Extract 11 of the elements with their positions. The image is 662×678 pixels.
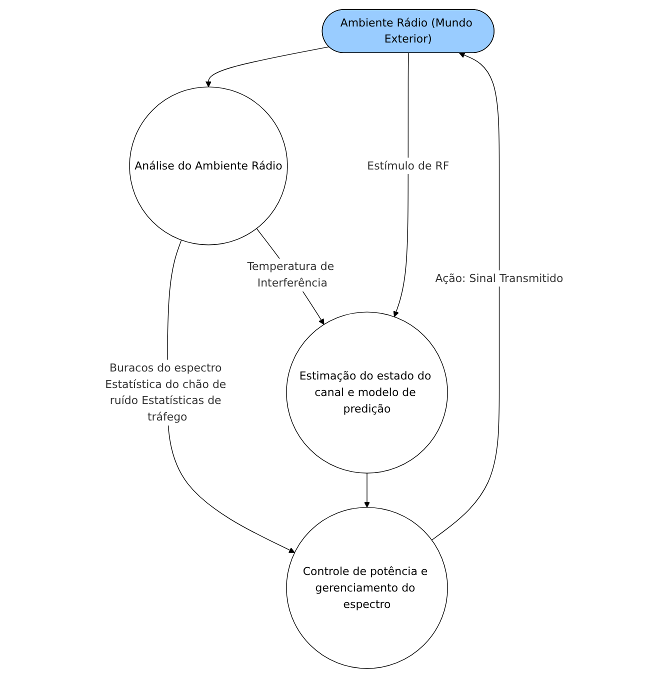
edge-label: Temperatura de Interferência [247,260,334,290]
edge-label: Buracos do espectro Estatística do chão de ruído Estatísticas de tráfego [105,361,226,424]
arrow [431,52,500,540]
node-circle: Controle de potência e gerenciamento do espectro [286,507,448,669]
edge-label: Ação: Sinal Transmitido [435,272,564,285]
arrow [393,52,409,318]
arrow [364,472,370,508]
node-circle: Estimação do estado do canal e modelo de predição [286,312,448,474]
arrow [205,46,330,88]
node-circle: Análise do Ambiente Rádio [129,86,288,246]
edge-label: Estímulo de RF [367,159,450,172]
